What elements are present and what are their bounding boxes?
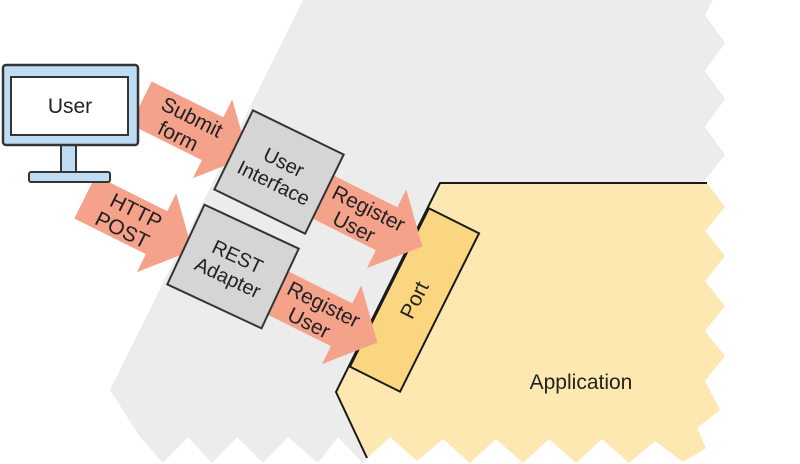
port-rect [348,206,481,394]
port-box: Port [348,206,481,394]
http-post-arrow: HTTP POST [74,175,193,273]
rest-adapter-rect [165,203,301,330]
http-post-arrow-shape [74,175,193,273]
register-user-top-arrow-shape [304,171,423,269]
user-label: User [48,95,92,118]
submit-form-arrow-shape [130,81,249,179]
application-border [334,182,707,459]
monitor-stand-base [28,171,111,183]
monitor-stand-neck [60,144,77,174]
user-monitor: User [1,63,140,183]
monitor-screen [10,76,129,136]
register-user-bottom-arrow-shape [259,267,378,365]
rest-adapter-box: REST Adapter [165,203,301,330]
user-interface-box: User Interface [212,108,346,236]
user-interface-rect [212,108,346,236]
application-label: Application [530,371,633,394]
